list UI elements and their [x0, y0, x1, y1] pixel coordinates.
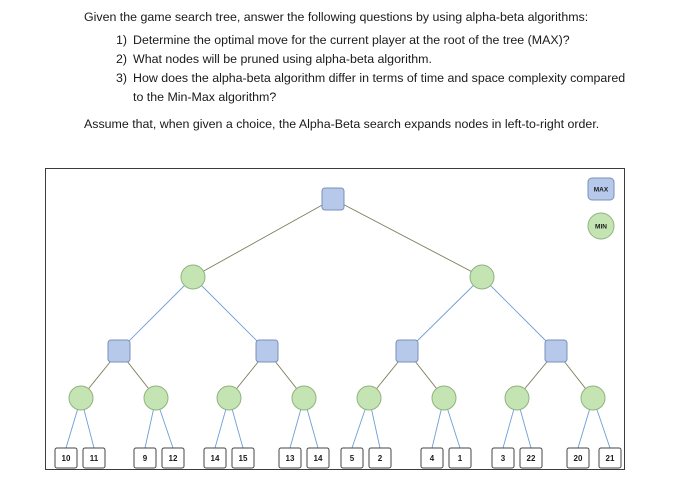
- leaf-box: [54, 447, 78, 469]
- leaf-box: [82, 447, 106, 469]
- leaf-value: 4: [430, 454, 435, 463]
- min-node: [356, 385, 382, 411]
- question-item: 1) Determine the optimal move for the cu…: [84, 31, 684, 50]
- leaf-node: 5: [340, 447, 364, 469]
- leaf-box: [598, 447, 622, 469]
- leaf-node: 11: [82, 447, 106, 469]
- leaf-box: [203, 447, 227, 469]
- max-node: [107, 339, 131, 363]
- legend: MAX MIN: [587, 177, 615, 240]
- min-node: [68, 385, 94, 411]
- legend-max-node: [587, 177, 615, 201]
- legend-max-label: MAX: [594, 187, 609, 194]
- question-number: 1): [115, 33, 127, 47]
- leaf-node: 12: [161, 447, 185, 469]
- leaf-node: 14: [203, 447, 227, 469]
- tree-edge: [406, 276, 483, 352]
- leaf-node: 3: [491, 447, 515, 469]
- min-node: [291, 385, 317, 411]
- question-item-text: Determine the optimal move for the curre…: [133, 33, 570, 47]
- leaf-value: 14: [314, 454, 323, 463]
- legend-min-node: [587, 212, 615, 240]
- tree-edge: [481, 276, 557, 352]
- leaf-value: 12: [169, 454, 178, 463]
- leaf-box: [278, 447, 302, 469]
- question-number: 3): [115, 71, 127, 85]
- leaf-value: 22: [527, 454, 536, 463]
- tree-nodes: [68, 187, 606, 411]
- leaf-value: 10: [62, 454, 71, 463]
- leaf-box: [519, 447, 543, 469]
- max-node: [395, 339, 419, 363]
- assumption-note: Assume that, when given a choice, the Al…: [84, 117, 600, 131]
- question-item-text: What nodes will be pruned using alpha-be…: [133, 52, 432, 66]
- max-node-root: [321, 187, 345, 211]
- question-list: 1) Determine the optimal move for the cu…: [84, 31, 684, 107]
- question-intro: Given the game search tree, answer the f…: [84, 10, 589, 24]
- max-node: [255, 339, 279, 363]
- question-text: Given the game search tree, answer the f…: [84, 8, 684, 134]
- tree-edge: [118, 276, 194, 352]
- question-item: 2) What nodes will be pruned using alpha…: [84, 50, 684, 69]
- leaf-value: 1: [458, 454, 463, 463]
- leaf-node: 13: [278, 447, 302, 469]
- leaf-node: 22: [519, 447, 543, 469]
- leaf-box: [306, 447, 330, 469]
- leaf-box: [161, 447, 185, 469]
- min-node: [580, 385, 606, 411]
- question-item: 3) How does the alpha-beta algorithm dif…: [84, 69, 684, 107]
- question-item-text: How does the alpha-beta algorithm differ…: [133, 71, 626, 104]
- question-number: 2): [115, 52, 127, 66]
- leaf-value: 11: [90, 454, 99, 463]
- min-node: [504, 385, 530, 411]
- leaf-value: 5: [350, 454, 355, 463]
- leaf-value: 9: [143, 454, 148, 463]
- leaf-box: [448, 447, 472, 469]
- leaf-node: 21: [598, 447, 622, 469]
- leaf-value: 15: [239, 454, 248, 463]
- tree-edges: [65, 198, 611, 449]
- min-node: [216, 385, 242, 411]
- legend-min-label: MIN: [595, 224, 607, 231]
- leaf-value: 3: [501, 454, 506, 463]
- leaf-node: 4: [420, 447, 444, 469]
- min-node: [431, 385, 457, 411]
- leaf-box: [420, 447, 444, 469]
- leaf-box: [340, 447, 364, 469]
- leaf-value: 20: [574, 454, 583, 463]
- leaf-box: [491, 447, 515, 469]
- leaf-box: [133, 447, 157, 469]
- leaf-node: 10: [54, 447, 78, 469]
- tree-edge: [192, 198, 334, 278]
- tree-edge: [332, 198, 483, 278]
- leaf-node: 20: [566, 447, 590, 469]
- min-node: [180, 264, 206, 290]
- leaf-node: 2: [368, 447, 392, 469]
- leaf-value: 13: [286, 454, 295, 463]
- leaf-node: 14: [306, 447, 330, 469]
- min-node: [469, 264, 495, 290]
- leaf-node: 15: [231, 447, 255, 469]
- leaf-box: [368, 447, 392, 469]
- leaf-box: [231, 447, 255, 469]
- leaf-value: 14: [211, 454, 220, 463]
- leaf-value: 21: [606, 454, 615, 463]
- tree-edge: [192, 276, 268, 352]
- leaf-box: [566, 447, 590, 469]
- leaf-node: 9: [133, 447, 157, 469]
- leaf-node: 1: [448, 447, 472, 469]
- leaf-value: 2: [378, 454, 383, 463]
- max-node: [544, 339, 568, 363]
- min-node: [143, 385, 169, 411]
